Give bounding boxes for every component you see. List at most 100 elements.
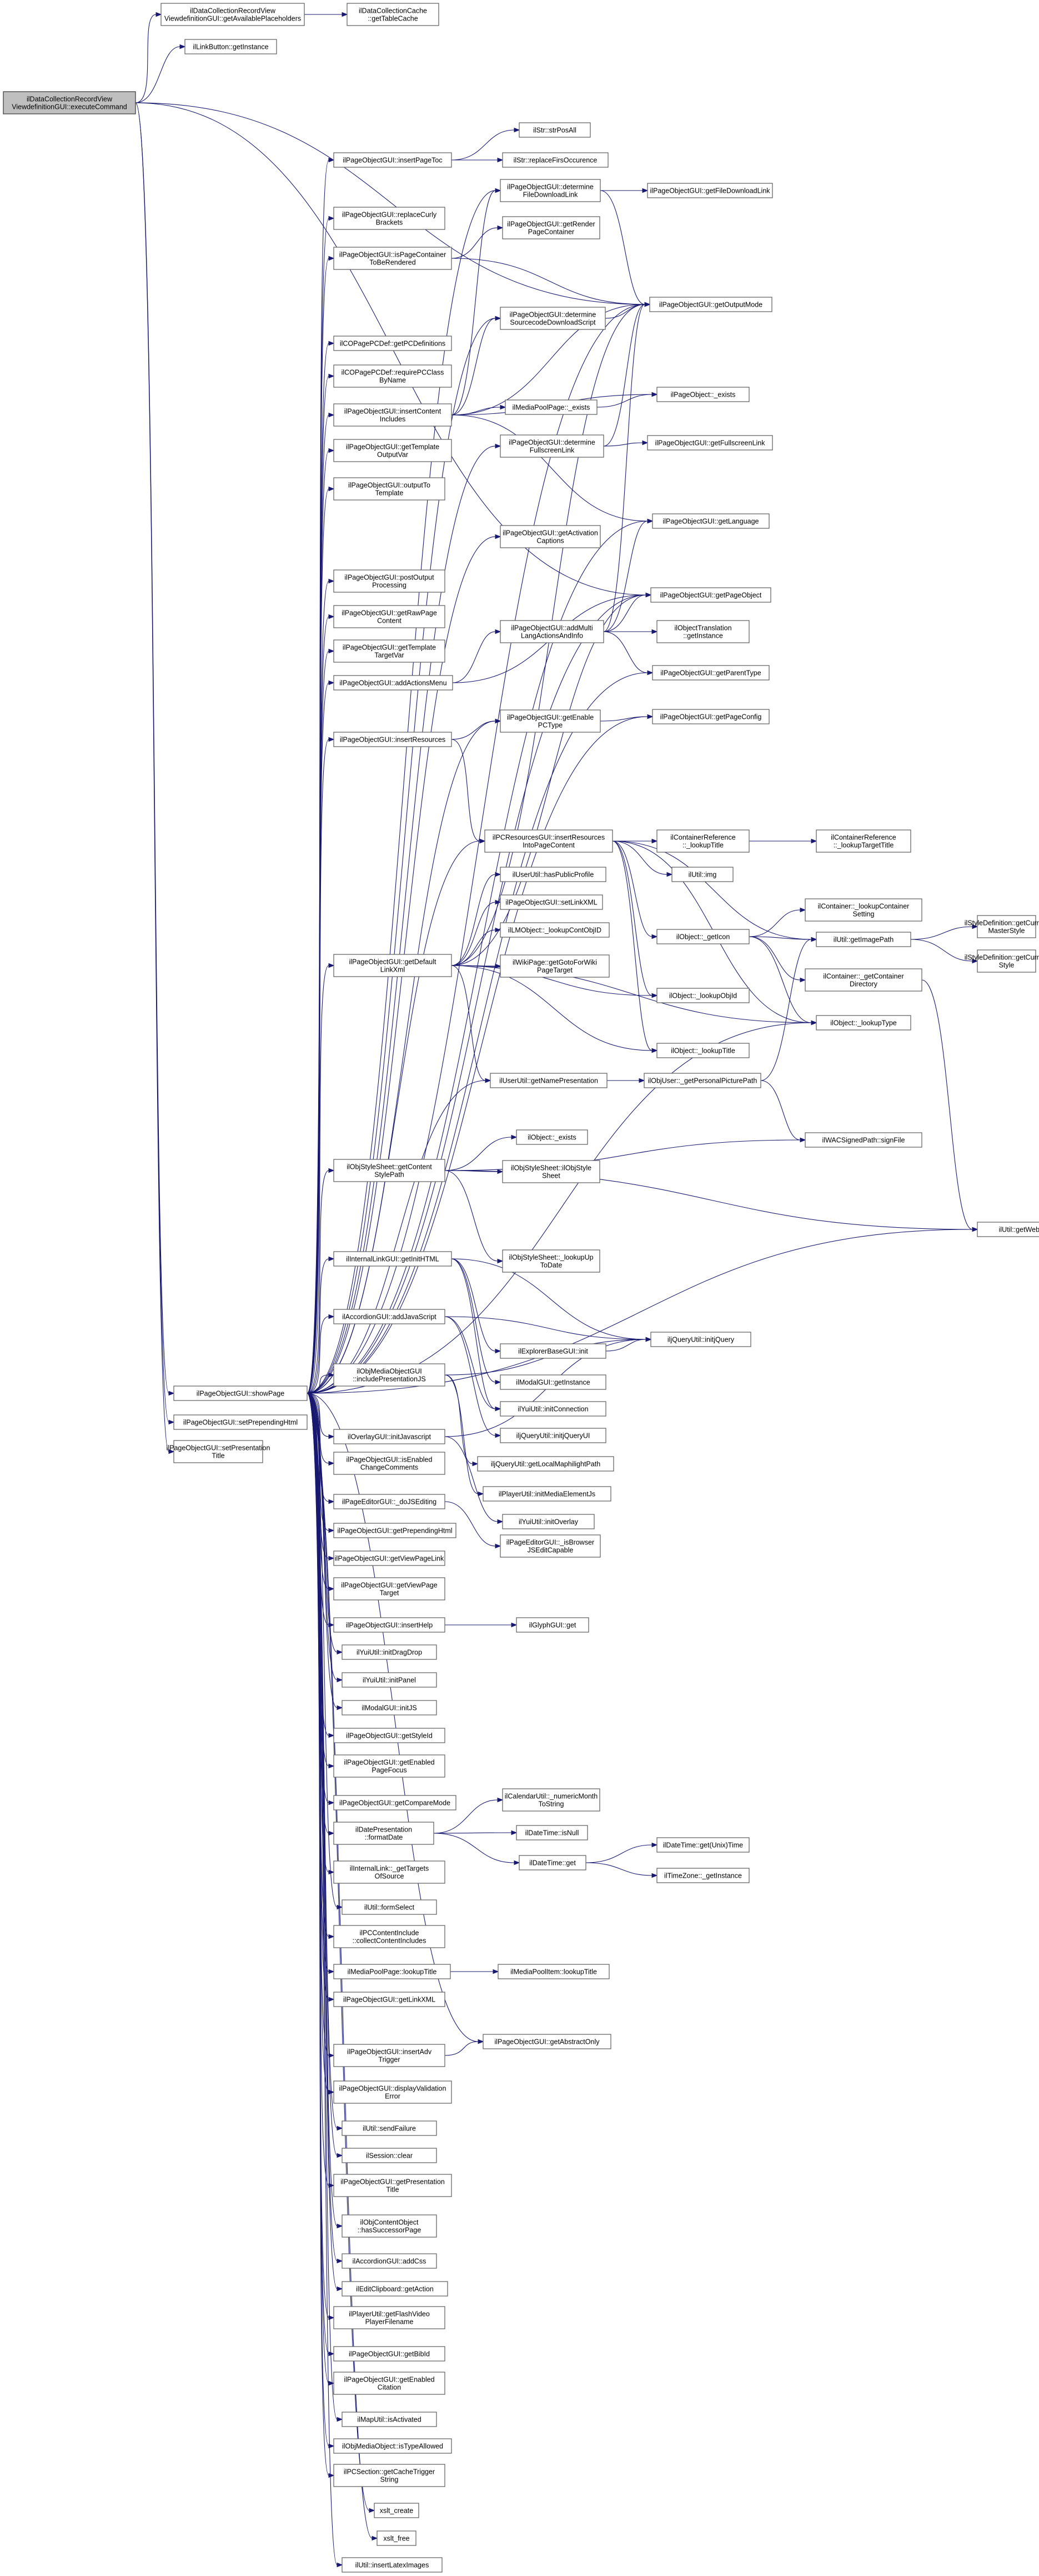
node-util-send-failure[interactable]: ilUtil::sendFailure	[342, 2120, 437, 2136]
node-map-util-is-activated[interactable]: ilMapUtil::isActivated	[342, 2412, 437, 2427]
node-get-prepending-html[interactable]: ilPageObjectGUI::getPrependingHtml	[333, 1523, 456, 1538]
node-root[interactable]: ilDataCollectionRecordViewViewdefinition…	[3, 91, 136, 114]
node-date-time-is-null[interactable]: ilDateTime::isNull	[516, 1825, 588, 1840]
node-yui-init-drag-drop[interactable]: ilYuiUtil::initDragDrop	[342, 1644, 437, 1660]
node-accordion-add-js[interactable]: ilAccordionGUI::addJavaScript	[333, 1309, 445, 1324]
node-xslt-free[interactable]: xslt_free	[377, 2530, 416, 2546]
node-get-style-id[interactable]: ilPageObjectGUI::getStyleId	[333, 1728, 445, 1743]
node-insert-latex-images[interactable]: ilUtil::insertLatexImages	[342, 2557, 443, 2573]
node-media-pool-lookup-title[interactable]: ilMediaPoolPage::lookupTitle	[333, 1964, 451, 1979]
node-is-page-container[interactable]: ilPageObjectGUI::isPageContainerToBeRend…	[333, 247, 452, 270]
node-wac-sign-path[interactable]: ilWACSignedPath::signFile	[805, 1132, 922, 1148]
node-clipboard-get-action[interactable]: ilEditClipboard::getAction	[342, 2281, 448, 2297]
node-pc-content-include[interactable]: ilPCContentInclude::collectContentInclud…	[333, 1925, 445, 1948]
node-style-sheet-instance[interactable]: ilObjStyleSheet::ilObjStyleSheet	[502, 1160, 600, 1183]
node-date-pres-format[interactable]: ilDatePresentation::formatDate	[333, 1822, 434, 1845]
node-modal-instance[interactable]: ilModalGUI::getInstance	[500, 1374, 606, 1390]
node-add-multi-lang[interactable]: ilPageObjectGUI::addMultiLangActionsAndI…	[500, 620, 604, 643]
node-get-pcdefinitions[interactable]: ilCOPagePCDef::getPCDefinitions	[333, 336, 452, 351]
node-get-parent-type[interactable]: ilPageObjectGUI::getParentType	[652, 665, 770, 681]
node-glyph-get[interactable]: ilGlyphGUI::get	[516, 1617, 589, 1633]
node-overlay-init-js[interactable]: ilOverlayGUI::initJavascript	[333, 1429, 445, 1444]
node-get-compare-mode[interactable]: ilPageObjectGUI::getCompareMode	[333, 1795, 456, 1810]
node-set-prepending-html[interactable]: ilPageObjectGUI::setPrependingHtml	[173, 1414, 308, 1430]
node-explorer-base-init[interactable]: ilExplorerBaseGUI::init	[500, 1343, 606, 1359]
node-object-lookup-obj-id[interactable]: ilObject::_lookupObjId	[656, 988, 750, 1003]
node-set-link-xml[interactable]: ilPageObjectGUI::setLinkXML	[500, 894, 603, 910]
node-j-query-init[interactable]: iljQueryUtil::initjQuery	[650, 1332, 751, 1347]
node-get-bib-id[interactable]: ilPageObjectGUI::getBibId	[333, 2346, 445, 2362]
node-util-get-image-path[interactable]: ilUtil::getImagePath	[816, 932, 911, 947]
node-add-actions-menu[interactable]: ilPageObjectGUI::addActionsMenu	[333, 675, 453, 691]
node-util-form-select[interactable]: ilUtil::formSelect	[342, 1899, 437, 1915]
node-object-get-icon[interactable]: ilObject::_getIcon	[656, 929, 750, 944]
node-object-lookup-type[interactable]: ilObject::_lookupType	[816, 1015, 911, 1031]
node-user-has-public-profile[interactable]: ilUserUtil::hasPublicProfile	[500, 867, 606, 882]
node-date-time-get-unix[interactable]: ilDateTime::get(Unix)Time	[656, 1837, 750, 1853]
node-insert-page-toc[interactable]: ilPageObjectGUI::insertPageToc	[333, 152, 452, 168]
node-player-init-media[interactable]: ilPlayerUtil::initMediaElementJs	[483, 1486, 611, 1502]
node-show-page[interactable]: ilPageObjectGUI::showPage	[173, 1385, 308, 1401]
node-editor-do-jsediting[interactable]: ilPageEditorGUI::_doJSEditing	[333, 1494, 445, 1509]
node-pc-resources-insert[interactable]: ilPCResourcesGUI::insertResourcesIntoPag…	[484, 829, 613, 853]
node-container-ref-lookup[interactable]: ilContainerReference::_lookupTitle	[656, 829, 750, 853]
node-media-include-pres-js[interactable]: ilObjMediaObjectGUI::includePresentation…	[333, 1363, 445, 1387]
node-insert-resources[interactable]: ilPageObjectGUI::insertResources	[333, 732, 452, 747]
node-get-page-config[interactable]: ilPageObjectGUI::getPageConfig	[652, 709, 770, 724]
node-date-time-get[interactable]: ilDateTime::get	[519, 1855, 586, 1870]
node-dc-cache-table[interactable]: ilDataCollectionCache::getTableCache	[347, 3, 439, 26]
node-time-zone-instance[interactable]: ilTimeZone::_getInstance	[656, 1868, 750, 1883]
node-xslt-create[interactable]: xslt_create	[374, 2503, 419, 2518]
node-lm-object-lookup[interactable]: ilLMObject::_lookupContObjID	[500, 922, 610, 938]
node-user-name-presentation[interactable]: ilUserUtil::getNamePresentation	[490, 1073, 608, 1088]
node-has-successor-page[interactable]: ilObjContentObject::hasSuccessorPage	[342, 2214, 437, 2238]
node-player-flash-video[interactable]: ilPlayerUtil::getFlashVideoPlayerFilenam…	[333, 2306, 445, 2329]
node-get-abstract-only[interactable]: ilPageObjectGUI::getAbstractOnly	[483, 2034, 611, 2049]
node-j-query-init-ui[interactable]: iljQueryUtil::initjQueryUI	[500, 1428, 606, 1443]
node-translation-instance[interactable]: ilObjectTranslation::getInstance	[656, 620, 750, 643]
node-get-view-page-link[interactable]: ilPageObjectGUI::getViewPageLink	[333, 1550, 445, 1566]
node-util-img[interactable]: ilUtil::img	[671, 867, 734, 882]
node-util-webspace-dir[interactable]: ilUtil::getWebspaceDir	[977, 1222, 1039, 1237]
node-modal-init-js[interactable]: ilModalGUI::initJS	[342, 1700, 437, 1715]
node-str-replace-first[interactable]: ilStr::replaceFirsOccurence	[502, 152, 609, 168]
node-page-obj-exists[interactable]: ilPageObject::_exists	[656, 387, 750, 402]
node-yui-init-overlay[interactable]: ilYuiUtil::initOverlay	[502, 1514, 595, 1529]
node-media-pool-item-lookup-title[interactable]: ilMediaPoolItem::lookupTitle	[498, 1964, 610, 1979]
node-container-ref-lookup-target[interactable]: ilContainerReference::_lookupTargetTitle	[816, 829, 911, 853]
node-yui-init-panel[interactable]: ilYuiUtil::initPanel	[342, 1672, 437, 1688]
node-media-pool-exists[interactable]: ilMediaPoolPage::_exists	[505, 399, 598, 415]
node-yui-init-connection[interactable]: ilYuiUtil::initConnection	[500, 1401, 606, 1417]
node-dc-record-view-avail[interactable]: ilDataCollectionRecordViewViewdefinition…	[160, 3, 305, 26]
node-style-def-current-style[interactable]: ilStyleDefinition::getCurrentStyle	[965, 949, 1039, 973]
node-get-page-object[interactable]: ilPageObjectGUI::getPageObject	[650, 587, 771, 603]
node-str-pos-all[interactable]: ilStr::strPosAll	[519, 122, 591, 138]
node-get-link-xml[interactable]: ilPageObjectGUI::getLinkXML	[333, 1992, 445, 2007]
node-determine-file-dl[interactable]: ilPageObjectGUI::determineFileDownloadLi…	[500, 179, 601, 202]
